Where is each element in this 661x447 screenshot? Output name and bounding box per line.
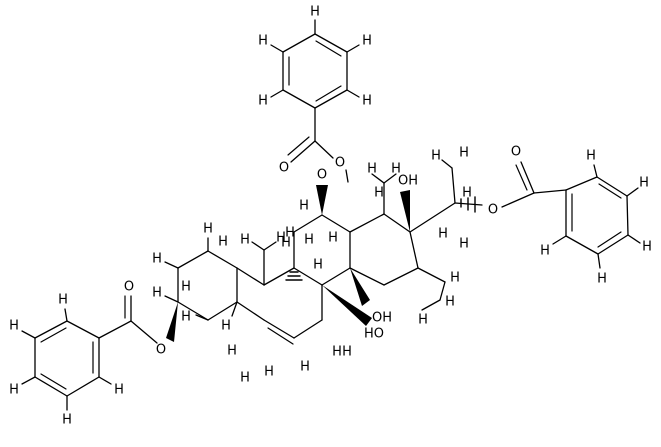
- hydrogen-label: H: [299, 199, 309, 214]
- hydrogen-label: H: [240, 371, 250, 386]
- top-benzoyl-group: H H H H H O O: [258, 5, 372, 183]
- hydrogen-label: H: [332, 345, 342, 360]
- hydrogen-label: H: [62, 413, 72, 428]
- hydrogen-label: H: [639, 176, 649, 191]
- hydrogen-label: H: [362, 94, 372, 109]
- hydrogen-label: H: [328, 231, 338, 246]
- ester-oxygen-label: O: [488, 203, 498, 218]
- hydrogen-label: H: [310, 5, 320, 20]
- hydrogen-label: H: [152, 286, 162, 301]
- hydrogen-label: H: [313, 258, 323, 273]
- hydrogen-label: H: [258, 34, 268, 49]
- hydrogen-label: H: [227, 344, 237, 359]
- hydrogen-label: H: [391, 162, 401, 177]
- hydrogen-label: H: [221, 319, 231, 334]
- carbonyl-oxygen-label: O: [279, 161, 289, 176]
- hydrogen-label: H: [114, 383, 124, 398]
- hydrogen-label: H: [9, 383, 19, 398]
- left-benzoyl-group: H H H H H O O: [9, 280, 166, 428]
- hydrogen-label: H: [362, 34, 372, 49]
- hydrogen-label: H: [203, 222, 213, 237]
- ester-oxygen-label: O: [156, 343, 166, 358]
- hydrogen-label: H: [240, 233, 250, 248]
- hydrogen-label: H: [642, 240, 652, 255]
- hydrogen-label: H: [438, 227, 448, 242]
- hydrogen-label: H: [445, 295, 455, 310]
- hydrogen-label: H: [431, 149, 441, 164]
- hydrogen-label: H: [459, 146, 469, 161]
- hydrogen-label: H: [450, 271, 460, 286]
- core-hydrogens: H H H H H H H H H H H H H H H H H H H H …: [152, 146, 472, 386]
- hydrogen-label: H: [342, 345, 352, 360]
- steroid-core: [177, 159, 483, 345]
- hydrogen-label: H: [264, 365, 274, 380]
- hydrogen-label: H: [152, 252, 162, 267]
- hydrogen-label: H: [181, 310, 191, 325]
- hydroxyl-label: OH: [398, 174, 418, 189]
- ester-oxygen-label: O: [317, 168, 327, 183]
- hydrogen-label: H: [218, 235, 228, 250]
- hydrogen-label: H: [459, 237, 469, 252]
- hydrogen-label: H: [300, 360, 310, 375]
- hydrogen-label: H: [181, 280, 191, 295]
- hydroxyl-label: OH: [372, 311, 392, 326]
- hydrogen-label: H: [304, 233, 314, 248]
- hydrogen-label: H: [276, 231, 286, 246]
- hydrogen-label: H: [586, 149, 596, 164]
- hydrogen-label: H: [9, 319, 19, 334]
- hydrogen-label: H: [367, 162, 377, 177]
- right-benzoyl-group: H H H H H O O: [488, 145, 652, 287]
- hydrogen-label: H: [374, 186, 384, 201]
- stereo-bonds: O OH OH HO: [166, 168, 476, 342]
- hydrogen-label: H: [285, 226, 295, 241]
- hydrogen-label: H: [58, 293, 68, 308]
- hydrogen-label: H: [418, 313, 428, 328]
- carbonyl-oxygen-label: O: [511, 145, 521, 160]
- hydrogen-label: H: [258, 94, 268, 109]
- hydrogen-label: H: [540, 244, 550, 259]
- ester-oxygen-label: O: [335, 156, 345, 171]
- hydrogen-label: H: [281, 236, 291, 251]
- carbonyl-oxygen-label: O: [124, 280, 134, 295]
- hydroxyl-label: HO: [364, 327, 384, 342]
- hydrogen-label: H: [597, 272, 607, 287]
- hydrogen-label: H: [462, 186, 472, 201]
